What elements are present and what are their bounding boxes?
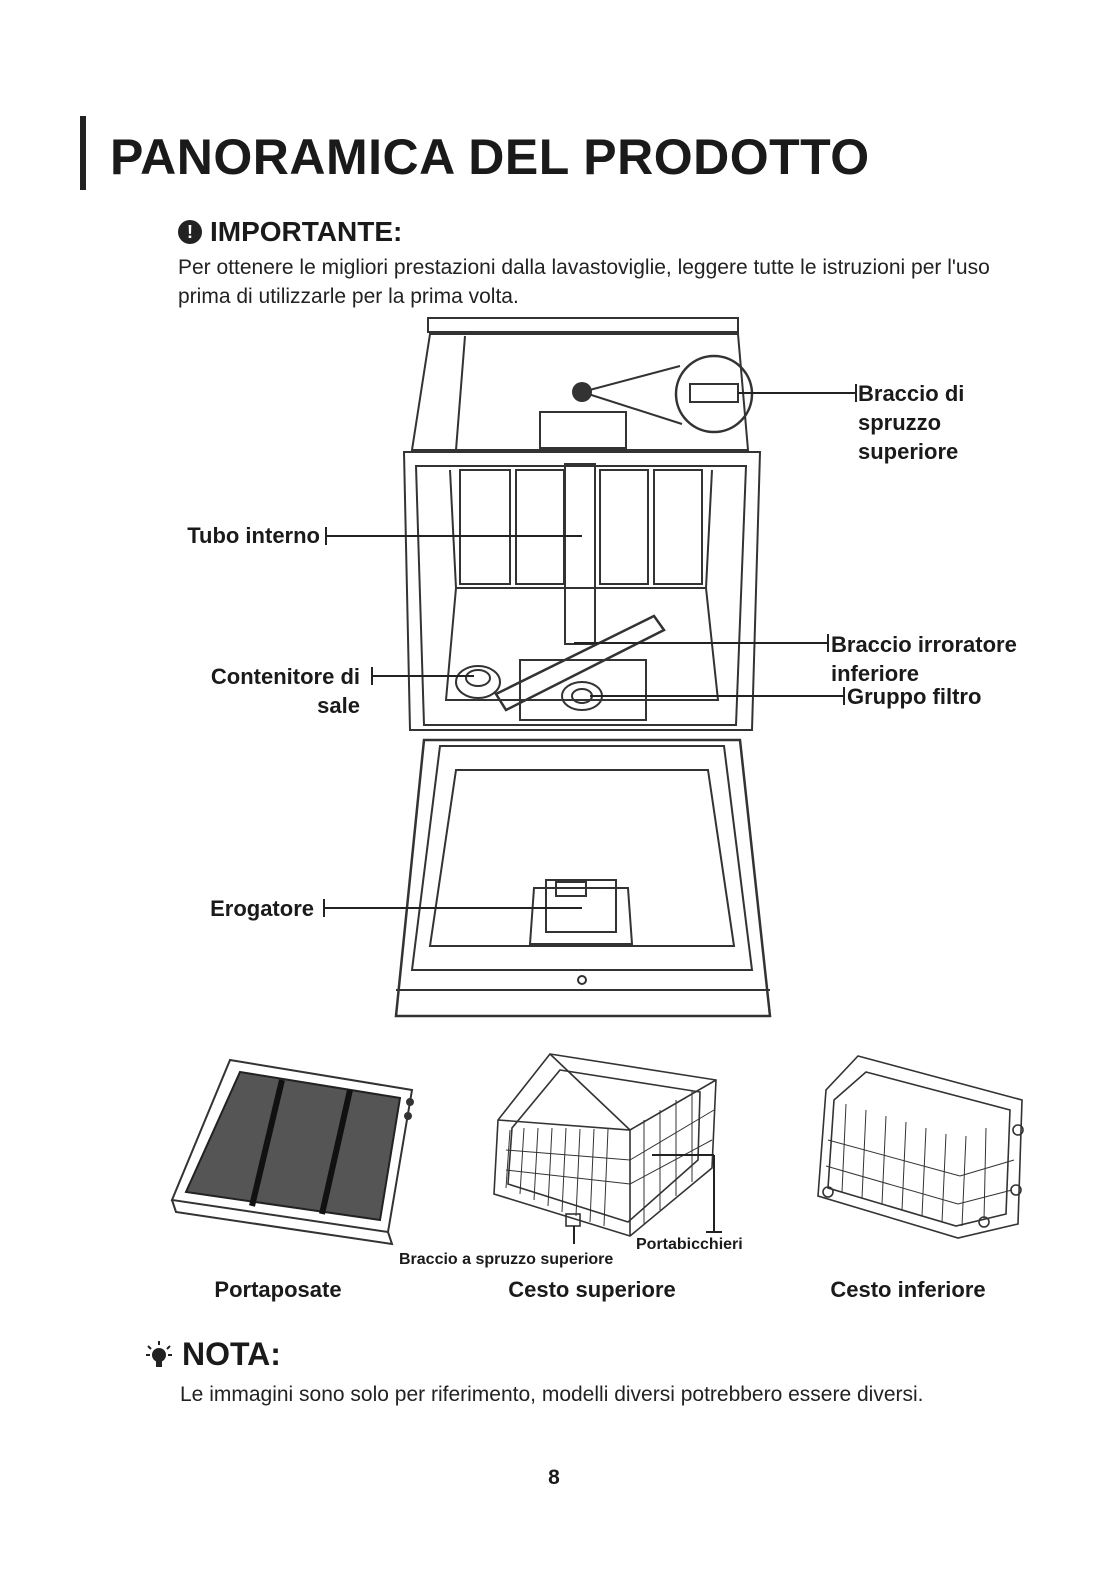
upper-basket-illustration — [493, 1053, 717, 1237]
label-filter: Gruppo filtro — [847, 684, 982, 709]
caption-lower-basket: Cesto inferiore — [830, 1277, 986, 1302]
label-cup-shelf: Portabicchieri — [636, 1236, 743, 1253]
title-accent-bar — [80, 116, 86, 190]
label-upper-spray-arm: Braccio di spruzzo superiore — [858, 379, 964, 466]
note-text: Le immagini sono solo per riferimento, m… — [180, 1383, 924, 1406]
label-upper-spray-arm-line1: Braccio di — [858, 381, 965, 406]
important-heading: ! IMPORTANTE: — [178, 216, 402, 248]
label-salt-container-line2: sale — [317, 693, 360, 718]
lower-basket-illustration — [817, 1055, 1024, 1239]
lightbulb-icon — [146, 1340, 172, 1367]
upper-cabinet — [410, 333, 750, 451]
label-lower-spray-arm: Braccio irroratore inferiore — [831, 630, 1017, 688]
page-number: 8 — [548, 1466, 560, 1489]
note-heading: NOTA: — [146, 1336, 281, 1373]
exclamation-icon: ! — [178, 220, 202, 244]
cutlery-tray-illustration — [170, 1058, 414, 1246]
page-title: PANORAMICA DEL PRODOTTO — [110, 129, 870, 185]
label-lower-spray-arm-line1: Braccio irroratore — [831, 632, 1017, 657]
tub-frame — [402, 451, 762, 731]
note-heading-text: NOTA: — [182, 1336, 281, 1372]
door — [394, 738, 772, 1018]
top-panel — [427, 317, 739, 333]
label-dispenser: Erogatore — [210, 896, 314, 921]
label-upper-basket-spray: Braccio a spruzzo superiore — [399, 1251, 614, 1268]
caption-upper-basket: Cesto superiore — [508, 1277, 676, 1302]
label-salt-container-line1: Contenitore di — [210, 664, 360, 689]
label-upper-spray-arm-line2: spruzzo — [858, 410, 942, 435]
label-salt-container: Contenitore di sale — [160, 662, 360, 720]
label-upper-spray-arm-line3: superiore — [858, 439, 959, 464]
label-lower-spray-arm-line2: inferiore — [831, 661, 920, 686]
caption-cutlery-tray: Portaposate — [214, 1277, 342, 1302]
label-inner-pipe: Tubo interno — [187, 523, 320, 548]
important-heading-text: IMPORTANTE: — [210, 216, 403, 247]
important-text: Per ottenere le migliori prestazioni dal… — [178, 256, 990, 308]
